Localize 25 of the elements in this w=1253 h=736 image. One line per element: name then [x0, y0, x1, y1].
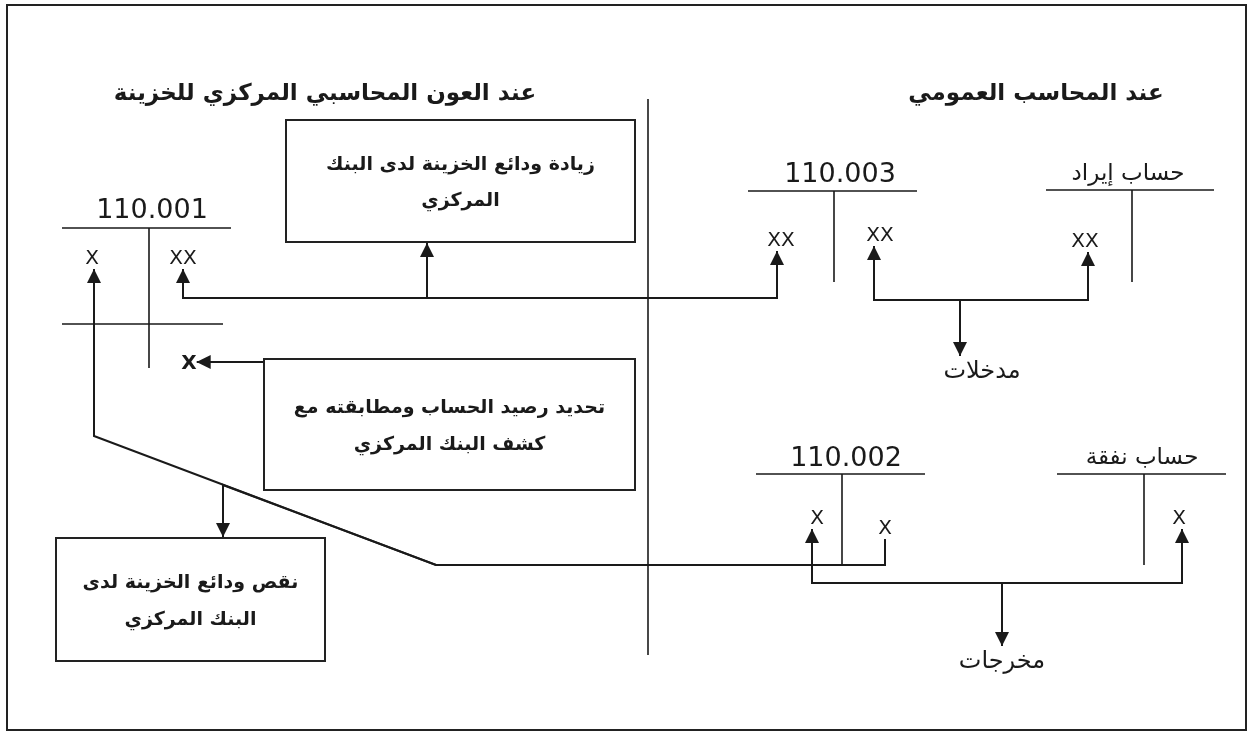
account-title: 110.002	[790, 440, 902, 472]
account-title: حساب إيراد	[1071, 159, 1185, 185]
account-title: 110.003	[784, 156, 896, 188]
entry-amount: XX	[169, 245, 197, 269]
balance-amount: X	[181, 350, 197, 374]
entry-amount: X	[1172, 505, 1186, 529]
entry-amount: XX	[866, 222, 894, 246]
flow-label: مخرجات	[958, 646, 1046, 674]
entry-amount: XX	[1071, 228, 1099, 252]
section-heading: عند العون المحاسبي المركزي للخزينة	[113, 79, 537, 105]
account-title: حساب نفقة	[1085, 443, 1199, 469]
arrow	[216, 483, 886, 566]
note-box: تحديد رصيد الحساب ومطابقته مع كشف البنك المركزي	[263, 358, 636, 491]
arrow	[805, 528, 1189, 584]
entry-amount: X	[878, 515, 892, 539]
note-box: زيادة ودائع الخزينة لدى البنك المركزي	[285, 119, 636, 243]
arrow	[195, 355, 264, 369]
entry-amount: X	[810, 505, 824, 529]
entry-amount: X	[85, 245, 99, 269]
note-box: نقص ودائع الخزينة لدى البنك المركزي	[55, 537, 326, 662]
flow-label: مدخلات	[943, 356, 1021, 384]
section-heading: عند المحاسب العمومي	[908, 79, 1164, 105]
entry-amount: XX	[767, 227, 795, 251]
arrow	[420, 242, 778, 299]
account-title: 110.001	[96, 192, 208, 224]
